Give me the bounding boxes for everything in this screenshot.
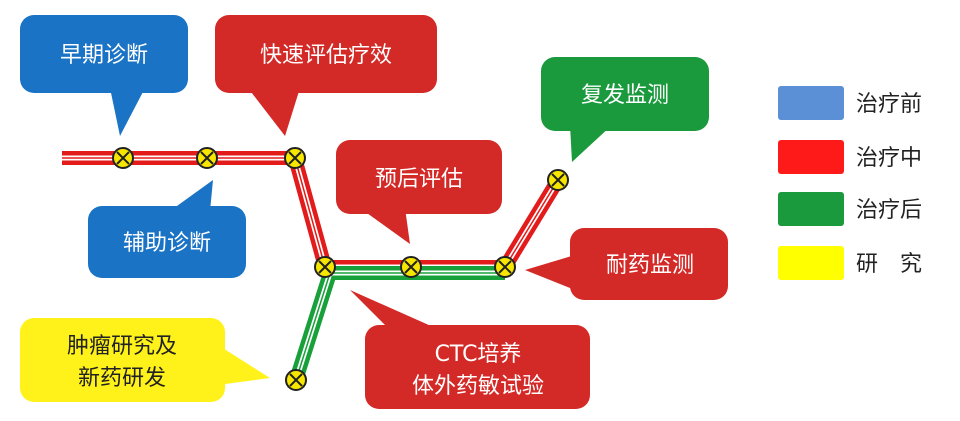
station-recurrence xyxy=(547,169,569,191)
label-ctc-line1: CTC培养 xyxy=(435,342,522,367)
label-recurrence: 复发监测 xyxy=(581,83,669,108)
bubble-early-diagnosis: 早期诊断 xyxy=(20,15,188,136)
station-rapid-efficacy xyxy=(284,147,306,169)
station-junction xyxy=(314,256,336,278)
bubble-prognosis: 预后评估 xyxy=(336,140,502,244)
station-research xyxy=(285,369,307,391)
legend-label-research: 研 究 xyxy=(856,252,922,277)
label-auxiliary-diagnosis: 辅助诊断 xyxy=(123,231,211,256)
station-early-diagnosis xyxy=(112,147,134,169)
legend-label-post: 治疗后 xyxy=(856,198,922,223)
label-resistance: 耐药监测 xyxy=(606,253,694,278)
bubble-tumor-research: 肿瘤研究及 新药研发 xyxy=(20,318,270,402)
bubble-resistance: 耐药监测 xyxy=(525,228,728,300)
label-research-line2: 新药研发 xyxy=(78,366,166,391)
label-early-diagnosis: 早期诊断 xyxy=(60,43,148,68)
legend-item-pre: 治疗前 xyxy=(778,86,922,120)
legend-item-research: 研 究 xyxy=(778,246,922,280)
station-resistance xyxy=(494,256,516,278)
legend-item-during: 治疗中 xyxy=(778,140,922,174)
bubble-auxiliary-diagnosis: 辅助诊断 xyxy=(88,180,246,278)
label-research-line1: 肿瘤研究及 xyxy=(67,334,177,359)
legend-swatch-pre xyxy=(778,86,844,120)
legend-swatch-research xyxy=(778,246,844,280)
legend-swatch-post xyxy=(778,192,844,226)
label-prognosis: 预后评估 xyxy=(375,167,463,192)
bubble-ctc-culture: CTC培养 体外药敏试验 xyxy=(350,290,590,409)
legend-swatch-during xyxy=(778,140,844,174)
station-markers xyxy=(112,147,569,391)
label-ctc-line2: 体外药敏试验 xyxy=(412,374,544,399)
bubble-recurrence: 复发监测 xyxy=(541,57,709,162)
legend-label-pre: 治疗前 xyxy=(856,92,922,117)
bubble-rapid-efficacy: 快速评估疗效 xyxy=(215,15,437,136)
legend-item-post: 治疗后 xyxy=(778,192,922,226)
legend-label-during: 治疗中 xyxy=(856,146,922,171)
legend: 治疗前 治疗中 治疗后 研 究 xyxy=(778,86,922,280)
station-prognosis xyxy=(400,256,422,278)
label-rapid-efficacy: 快速评估疗效 xyxy=(260,43,392,68)
station-auxiliary-diagnosis xyxy=(196,147,218,169)
